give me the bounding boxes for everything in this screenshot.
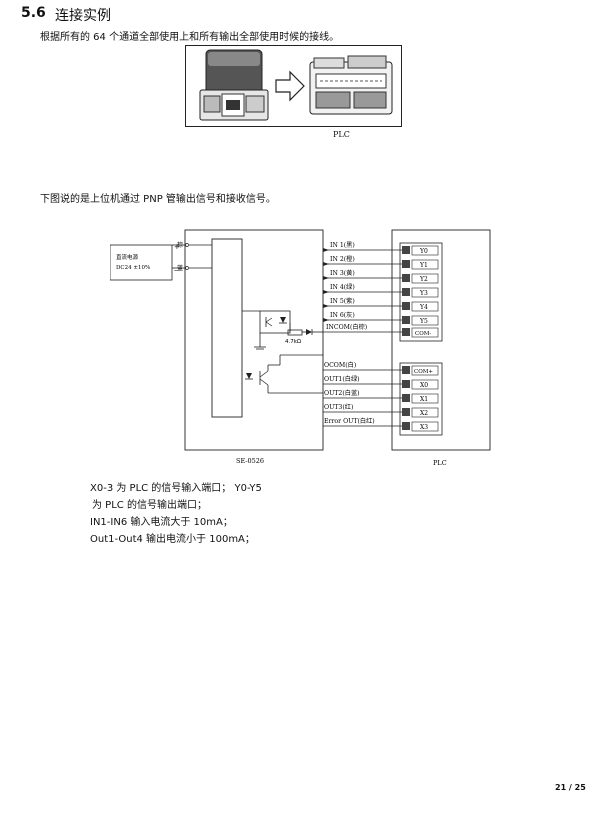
plc-y1: Y1 bbox=[419, 262, 428, 269]
note-line-2: 为 PLC 的信号输出端口； bbox=[92, 500, 207, 511]
section-number: 5.6 bbox=[21, 5, 46, 21]
plc-com-minus: COM- bbox=[415, 331, 431, 337]
plc-y2: Y2 bbox=[419, 276, 428, 283]
note-line-1: X0-3 为 PLC 的信号输入端口； Y0-Y5 bbox=[90, 483, 262, 494]
input-label-3: IN 3(黄) bbox=[330, 269, 355, 277]
input-label-5: IN 5(紫) bbox=[330, 297, 355, 305]
plc-y0: Y0 bbox=[419, 248, 428, 255]
input-wires bbox=[323, 248, 410, 333]
input-label-1: IN 1(黑) bbox=[330, 242, 355, 249]
plc-input-terminal-block bbox=[399, 362, 443, 436]
plc-x0: X0 bbox=[420, 382, 428, 389]
power-minus-sign: — bbox=[174, 266, 181, 274]
plc-y3: Y3 bbox=[419, 290, 428, 297]
resistor-value: 4.7kΩ bbox=[285, 339, 301, 345]
plc-x1: X1 bbox=[420, 396, 428, 403]
power-plus-sign: + bbox=[174, 243, 180, 251]
output-label-ocom: OCOM(白) bbox=[324, 361, 356, 369]
plc-x2: X2 bbox=[420, 410, 428, 417]
device-to-plc-figure bbox=[185, 45, 402, 127]
plc-y4: Y4 bbox=[419, 304, 428, 311]
plc-image bbox=[309, 55, 393, 115]
internal-circuit-block bbox=[211, 238, 243, 418]
power-label: 直流电源 bbox=[116, 253, 139, 261]
output-label-out1: OUT1(白绿) bbox=[324, 375, 360, 383]
plc-label: PLC bbox=[433, 459, 447, 467]
input-label-6: IN 6(灰) bbox=[330, 311, 355, 319]
se-0526-box bbox=[184, 229, 324, 451]
device-label: SE-0526 bbox=[236, 457, 264, 465]
plc-y-terminals bbox=[402, 245, 439, 338]
diode-icon bbox=[306, 329, 312, 335]
output-wires bbox=[323, 369, 410, 427]
page-number: 21 / 25 bbox=[555, 783, 586, 792]
resistor-symbol bbox=[287, 329, 303, 336]
note-line-3: IN1-IN6 输入电流大于 10mA； bbox=[90, 517, 233, 528]
device-plc-illustration bbox=[199, 49, 393, 121]
note-line-4: Out1-Out4 输出电流小于 100mA； bbox=[90, 534, 255, 545]
plc-box bbox=[391, 229, 491, 451]
output-label-out3: OUT3(红) bbox=[324, 403, 353, 411]
plc-y5: Y5 bbox=[419, 318, 428, 325]
output-optocoupler bbox=[245, 354, 323, 394]
power-supply-box bbox=[109, 244, 173, 281]
incom-label: INCOM(白棕) bbox=[326, 323, 367, 331]
figure-caption: PLC bbox=[333, 130, 350, 139]
input-label-2: IN 2(橙) bbox=[330, 255, 355, 263]
plc-x-terminals bbox=[402, 365, 439, 432]
input-label-4: IN 4(绿) bbox=[330, 283, 355, 291]
section-title: 连接实例 bbox=[55, 8, 111, 24]
input-optocoupler bbox=[242, 310, 291, 350]
wiring-diagram-svg: 直流电源 DC24 ±10% + — 棕 蓝 SE-0526 bbox=[109, 229, 491, 467]
output-label-out2: OUT2(白蓝) bbox=[324, 389, 360, 397]
power-voltage-label: DC24 ±10% bbox=[116, 265, 150, 271]
intro-paragraph: 根据所有的 64 个通道全部使用上和所有输出全部使用时候的接线。 bbox=[40, 32, 340, 43]
plc-output-terminal-block bbox=[399, 242, 443, 342]
arrow-right-icon bbox=[275, 70, 305, 102]
plc-x3: X3 bbox=[420, 424, 428, 431]
wiring-diagram: 直流电源 DC24 ±10% + — 棕 蓝 SE-0526 bbox=[109, 225, 510, 474]
subtitle-paragraph: 下图说的是上位机通过 PNP 管输出信号和接收信号。 bbox=[40, 194, 276, 205]
notes-block: X0-3 为 PLC 的信号输入端口； Y0-Y5 为 PLC 的信号输出端口；… bbox=[90, 480, 262, 548]
output-label-error: Error OUT(白红) bbox=[324, 417, 375, 425]
plc-com-plus: COM+ bbox=[414, 369, 433, 375]
sensor-device-image bbox=[199, 49, 269, 121]
